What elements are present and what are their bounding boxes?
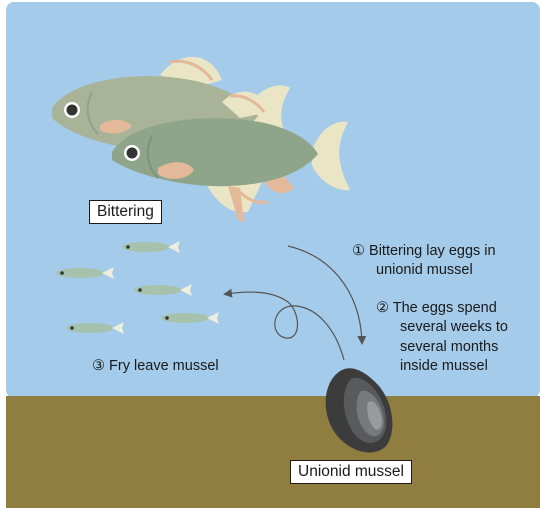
fish-back-eye xyxy=(67,105,78,116)
step-2-line-3: several months xyxy=(400,338,498,356)
step-1-line-2: unionid mussel xyxy=(376,261,473,279)
fry-2-eye xyxy=(60,271,64,275)
step-2-line-2: several weeks to xyxy=(400,318,508,336)
step-2-line-1: ② The eggs spend xyxy=(376,299,497,317)
bittering-label: Bittering xyxy=(89,200,162,224)
step-3-label: ③ Fry leave mussel xyxy=(92,357,219,375)
unionid-mussel-label: Unionid mussel xyxy=(290,460,412,484)
lower-corner-fill xyxy=(6,490,540,508)
fry-3-eye xyxy=(138,288,142,292)
fry-1-eye xyxy=(126,245,130,249)
fry-4-eye xyxy=(165,316,169,320)
fish-front-eye xyxy=(127,148,138,159)
step-1-line-1: ① Bittering lay eggs in xyxy=(352,242,496,260)
fry-5-eye xyxy=(70,326,74,330)
step-2-line-4: inside mussel xyxy=(400,357,488,375)
